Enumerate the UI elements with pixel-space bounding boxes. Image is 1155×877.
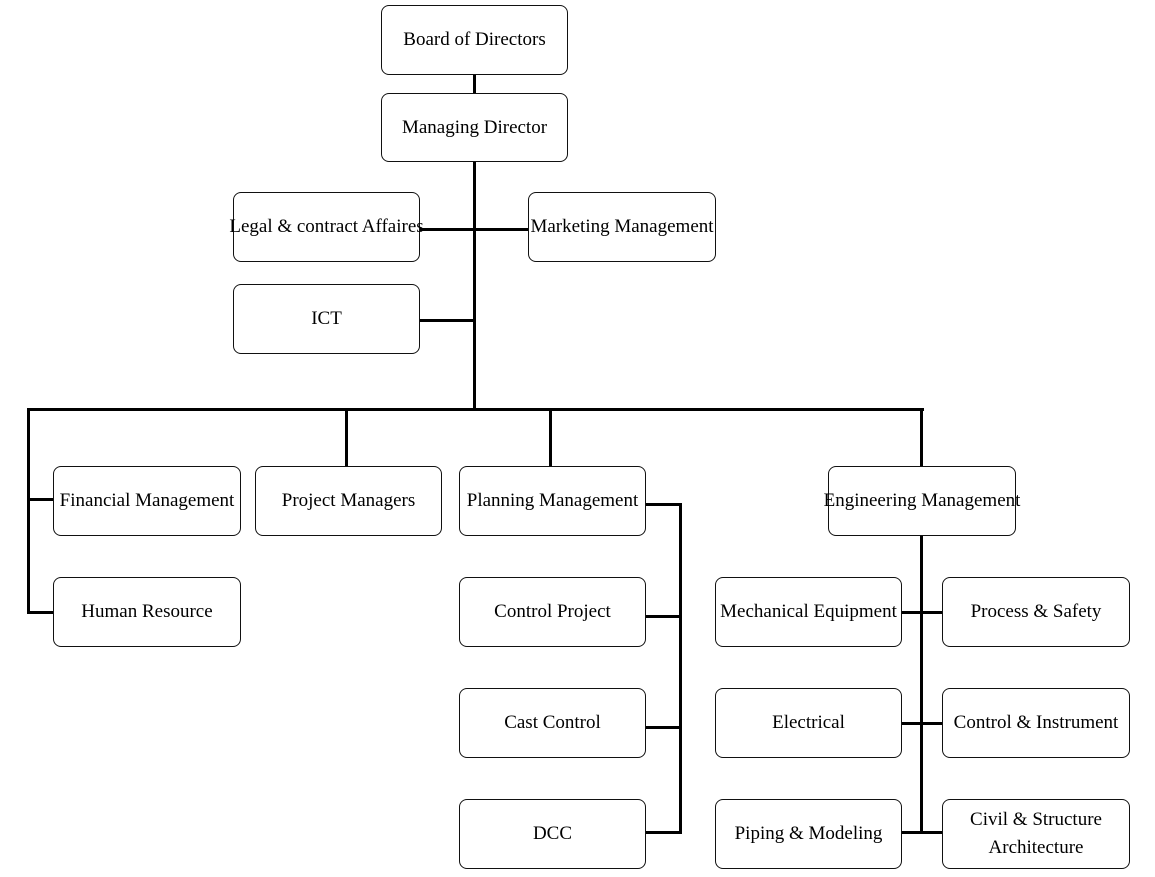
- cast-control-box: Cast Control: [459, 688, 646, 758]
- human-resource-label: Human Resource: [81, 601, 213, 623]
- connector-dcc: [646, 831, 682, 834]
- connector-row1: [902, 611, 943, 614]
- planning-management-label: Planning Management: [466, 490, 639, 512]
- managing-director-box: Managing Director: [381, 93, 568, 162]
- piping-modeling-box: Piping & Modeling: [715, 799, 902, 869]
- civil-structure-architecture-box: Civil & Structure Architecture: [942, 799, 1130, 869]
- electrical-box: Electrical: [715, 688, 902, 758]
- board-of-directors-label: Board of Directors: [403, 29, 546, 51]
- planning-management-box: Planning Management: [459, 466, 646, 536]
- civil-structure-architecture-label: Civil & Structure Architecture: [970, 806, 1102, 861]
- legal-contract-box: Legal & contract Affaires: [229, 192, 424, 262]
- financial-management-label: Financial Management: [59, 490, 235, 512]
- mechanical-equipment-box: Mechanical Equipment: [715, 577, 902, 647]
- marketing-management-box: Marketing Management: [528, 192, 716, 262]
- connector-engineering-trunk: [920, 535, 923, 834]
- human-resource-box: Human Resource: [53, 577, 241, 647]
- civil-structure-line: Civil & Structure: [970, 809, 1102, 831]
- connector-financial: [27, 498, 54, 501]
- engineering-management-label: Engineering Management: [823, 490, 1021, 512]
- process-safety-label: Process & Safety: [970, 601, 1102, 623]
- connector-legal: [420, 228, 475, 231]
- connector-trunk-main: [473, 161, 476, 411]
- connector-row3: [902, 831, 943, 834]
- ict-box: ICT: [233, 284, 420, 354]
- control-project-label: Control Project: [494, 601, 611, 623]
- connector-board-md: [473, 74, 476, 94]
- architecture-line: Architecture: [988, 837, 1084, 858]
- connector-row2: [902, 722, 943, 725]
- ict-label: ICT: [311, 308, 342, 330]
- connector-engineering: [920, 408, 923, 468]
- marketing-management-label: Marketing Management: [530, 216, 714, 238]
- dcc-box: DCC: [459, 799, 646, 869]
- legal-contract-label: Legal & contract Affaires: [229, 216, 424, 238]
- connector-ict: [420, 319, 475, 322]
- board-of-directors-box: Board of Directors: [381, 5, 568, 75]
- piping-modeling-label: Piping & Modeling: [734, 823, 883, 845]
- control-instrument-label: Control & Instrument: [953, 712, 1119, 734]
- connector-planning-out: [646, 503, 682, 506]
- connector-project-managers: [345, 408, 348, 468]
- project-managers-label: Project Managers: [281, 490, 416, 512]
- connector-planning-trunk: [679, 503, 682, 834]
- connector-human-resource: [27, 611, 54, 614]
- mechanical-equipment-label: Mechanical Equipment: [720, 601, 897, 623]
- control-instrument-box: Control & Instrument: [942, 688, 1130, 758]
- process-safety-box: Process & Safety: [942, 577, 1130, 647]
- connector-control-project: [646, 615, 682, 618]
- connector-marketing: [473, 228, 529, 231]
- electrical-label: Electrical: [772, 712, 845, 734]
- cast-control-label: Cast Control: [504, 712, 601, 734]
- connector-planning: [549, 408, 552, 468]
- dcc-label: DCC: [532, 823, 573, 845]
- connector-department-bus: [27, 408, 924, 411]
- financial-management-box: Financial Management: [53, 466, 241, 536]
- engineering-management-box: Engineering Management: [824, 466, 1020, 536]
- control-project-box: Control Project: [459, 577, 646, 647]
- connector-cast-control: [646, 726, 682, 729]
- connector-left-branch: [27, 408, 30, 614]
- project-managers-box: Project Managers: [255, 466, 442, 536]
- managing-director-label: Managing Director: [401, 116, 548, 138]
